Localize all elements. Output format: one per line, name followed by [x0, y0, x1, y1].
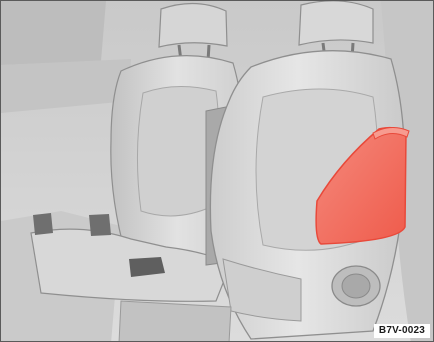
right-headrest [299, 1, 373, 45]
left-headrest [159, 3, 227, 47]
window-frame [1, 1, 106, 65]
figure-code: B7V-0023 [374, 324, 430, 338]
